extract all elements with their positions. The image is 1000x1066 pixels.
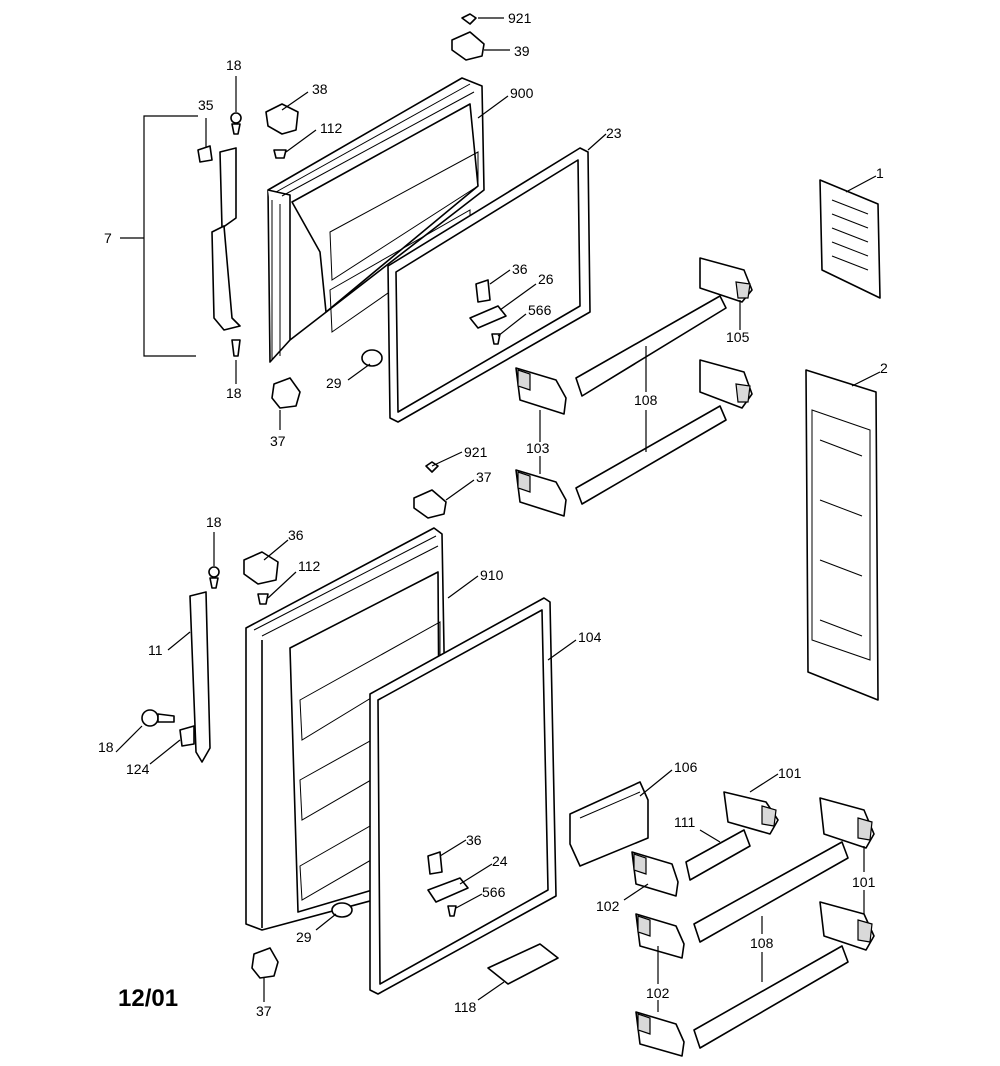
callout-18: 18 [98,739,114,755]
callout-2: 2 [880,360,888,376]
callout-36: 36 [466,832,482,848]
callout-26: 26 [538,271,554,287]
callout-104: 104 [578,629,602,645]
callout-101: 101 [852,874,876,890]
callout-910: 910 [480,567,504,583]
callout-29: 29 [326,375,342,391]
callout-108: 108 [634,392,658,408]
callout-36: 36 [512,261,528,277]
callout-566: 566 [482,884,506,900]
callout-124: 124 [126,761,150,777]
fresh-food-door-shelves [569,781,875,1057]
callout-37: 37 [476,469,492,485]
callout-1: 1 [876,165,884,181]
callout-921: 921 [464,444,488,460]
callout-101: 101 [778,765,802,781]
lower-hinge-parts [141,461,559,985]
callout-18: 18 [206,514,222,530]
callout-18: 18 [226,57,242,73]
callout-labels: 921 39 38 900 18 35 112 23 1 7 36 26 566… [98,10,888,1019]
freezer-door-shelves [515,257,753,517]
callout-112: 112 [298,558,321,574]
callout-118: 118 [454,999,477,1015]
callout-37: 37 [270,433,286,449]
callout-24: 24 [492,853,508,869]
callout-103: 103 [526,440,550,456]
callout-23: 23 [606,125,622,141]
callout-36: 36 [288,527,304,543]
callout-900: 900 [510,85,534,101]
callout-38: 38 [312,81,328,97]
fresh-food-door-gasket [369,597,557,995]
label-sheets [805,179,881,701]
callout-112: 112 [320,120,343,136]
callout-102: 102 [596,898,620,914]
callout-566: 566 [528,302,552,318]
callout-18: 18 [226,385,242,401]
callout-35: 35 [198,97,214,113]
callout-7: 7 [104,230,112,246]
callout-105: 105 [726,329,750,345]
callout-29: 29 [296,929,312,945]
callout-921: 921 [508,10,532,26]
date-stamp: 12/01 [118,985,178,1012]
leader-lines [115,17,881,1012]
callout-39: 39 [514,43,530,59]
callout-106: 106 [674,759,698,775]
callout-102: 102 [646,985,670,1001]
callout-37: 37 [256,1003,272,1019]
callout-111: 111 [674,814,695,830]
callout-108: 108 [750,935,774,951]
freezer-door-assembly [267,77,485,363]
upper-hinge-parts [197,13,507,409]
callout-11: 11 [148,642,163,658]
